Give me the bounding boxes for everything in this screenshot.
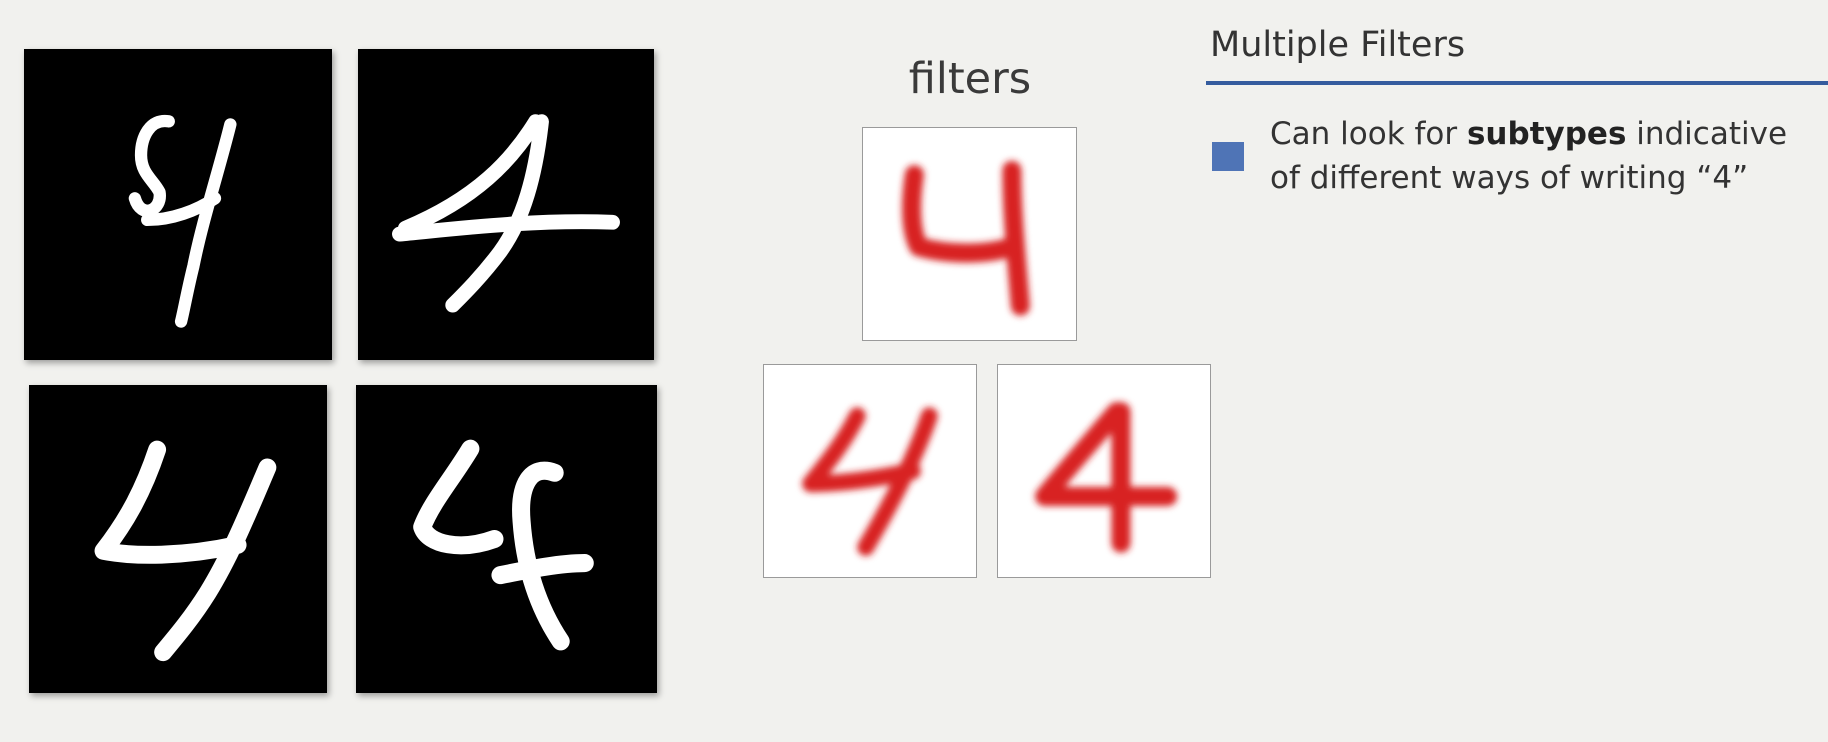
section-title: Multiple Filters bbox=[1210, 25, 1466, 65]
bullet-text-after: indicative of different ways of writing … bbox=[1270, 116, 1788, 196]
mnist-sample-3 bbox=[29, 385, 327, 693]
mnist-sample-4 bbox=[356, 385, 657, 693]
title-underline bbox=[1206, 81, 1828, 85]
bullet-text: Can look for subtypes indicative of diff… bbox=[1270, 112, 1810, 200]
bullet-square-icon bbox=[1212, 142, 1244, 171]
filters-heading: filters bbox=[908, 54, 1032, 104]
filter-1 bbox=[862, 127, 1077, 341]
handwritten-four-image bbox=[128, 114, 237, 328]
handwritten-four-image bbox=[94, 440, 277, 662]
handwritten-four-image bbox=[413, 439, 594, 651]
filter-2 bbox=[763, 364, 977, 578]
mnist-sample-1 bbox=[24, 49, 332, 360]
bullet-text-emphasis: subtypes bbox=[1466, 116, 1627, 152]
mnist-sample-2 bbox=[358, 49, 654, 360]
handwritten-four-image bbox=[392, 114, 620, 313]
red-four-filter-image bbox=[902, 160, 1030, 316]
bullet-text-before: Can look for bbox=[1270, 116, 1467, 152]
filter-3 bbox=[997, 364, 1211, 578]
red-four-filter-image bbox=[1035, 402, 1178, 553]
red-four-filter-image bbox=[802, 407, 938, 556]
